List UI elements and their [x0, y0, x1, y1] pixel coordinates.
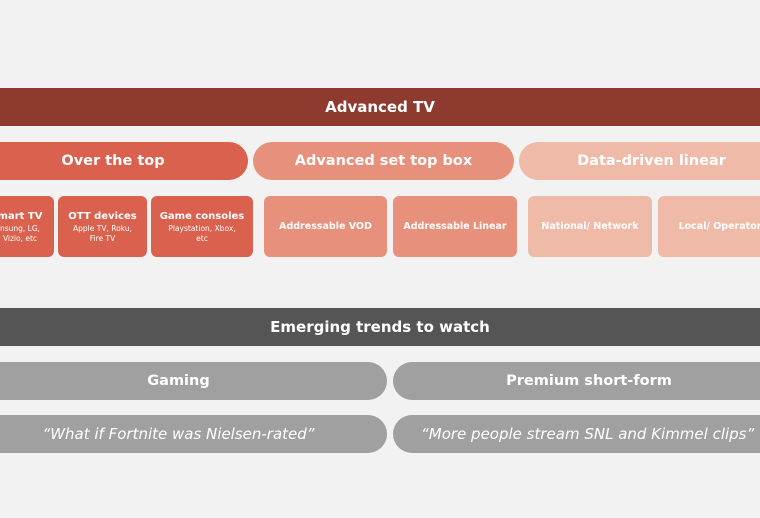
card-local-operator-title: Local/ Operator — [678, 221, 760, 232]
category-over-the-top: Over the top — [0, 142, 248, 180]
card-smart-tv-title: mart TV — [0, 210, 43, 222]
card-ott-devices-title: OTT devices — [68, 210, 137, 222]
emerging-trends-header: Emerging trends to watch — [0, 308, 760, 346]
card-game-consoles-sub2: etc — [196, 233, 208, 243]
advanced-tv-header: Advanced TV — [0, 88, 760, 126]
card-addressable-linear-title: Addressable Linear — [403, 221, 507, 232]
category-data-driven-linear: Data-driven linear — [519, 142, 760, 180]
card-smart-tv-sub1: nsung, LG, — [0, 223, 41, 233]
card-ott-devices: OTT devices Apple TV, Roku, Fire TV — [58, 196, 147, 257]
trend-gaming: Gaming — [0, 362, 387, 400]
card-addressable-linear: Addressable Linear — [393, 196, 517, 257]
category-advanced-set-top-box: Advanced set top box — [253, 142, 514, 180]
card-national-network: National/ Network — [528, 196, 652, 257]
trend-premium-short-form: Premium short-form — [393, 362, 760, 400]
quote-gaming: “What if Fortnite was Nielsen-rated” — [0, 415, 387, 453]
quote-premium-short-form: “More people stream SNL and Kimmel clips… — [393, 415, 760, 453]
card-game-consoles: Game consoles Playstation, Xbox, etc — [151, 196, 253, 257]
card-national-network-title: National/ Network — [541, 221, 639, 232]
card-game-consoles-sub1: Playstation, Xbox, — [168, 223, 236, 233]
card-addressable-vod-title: Addressable VOD — [279, 221, 372, 232]
card-ott-devices-sub2: Fire TV — [89, 233, 116, 243]
card-smart-tv-sub2: Vizio, etc — [2, 233, 38, 243]
card-local-operator: Local/ Operator — [658, 196, 760, 257]
card-addressable-vod: Addressable VOD — [264, 196, 387, 257]
card-game-consoles-title: Game consoles — [159, 210, 245, 222]
card-ott-devices-sub1: Apple TV, Roku, — [73, 223, 132, 233]
card-smart-tv: mart TV nsung, LG, Vizio, etc — [0, 196, 54, 257]
